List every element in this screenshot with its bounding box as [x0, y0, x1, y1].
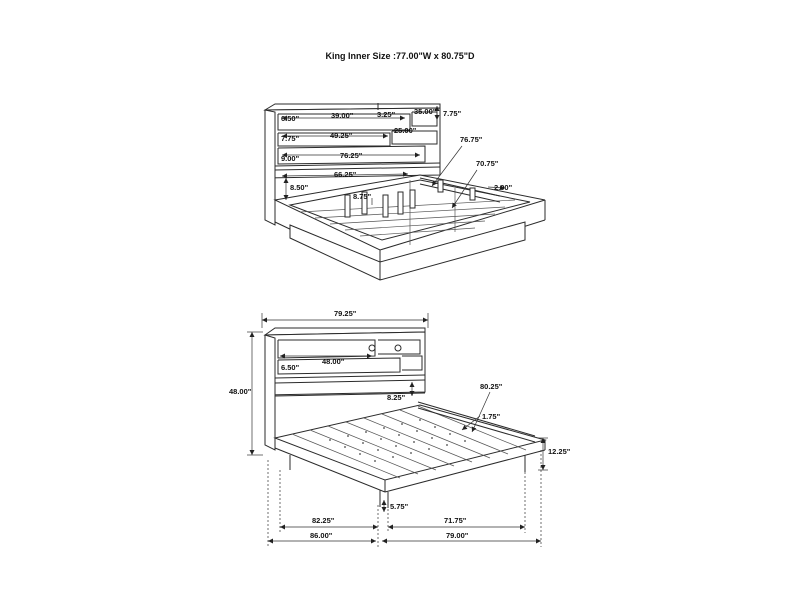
bottom-dim-48-00-height: 48.00"	[229, 387, 252, 396]
top-frame	[273, 174, 546, 281]
bottom-dim-5-75: 5.75"	[390, 502, 409, 511]
bottom-dim-12-25: 12.25"	[548, 447, 571, 456]
top-dim-70-75: 70.75"	[476, 159, 499, 168]
top-dim-7-75-left: 7.75"	[281, 134, 300, 143]
top-dim-35-00: 35.00"	[414, 107, 437, 116]
bottom-platform	[273, 401, 547, 508]
top-dim-6-50: 6.50"	[281, 114, 300, 123]
bottom-dim-48-00-shelf: 48.00"	[322, 357, 345, 366]
bottom-dim-80-25: 80.25"	[480, 382, 503, 391]
top-dim-66-25: 66.25"	[334, 170, 357, 179]
top-dim-76-25: 76.25"	[340, 151, 363, 160]
top-bed-drawing: 6.50" 39.00" 3.25" 35.00" 7.75" 7.75" 49…	[263, 103, 546, 281]
bottom-dim-1-75: 1.75"	[482, 412, 501, 421]
bottom-dim-8-25: 8.25"	[387, 393, 406, 402]
bottom-dim-71-75: 71.75"	[444, 516, 467, 525]
bottom-headboard	[263, 327, 426, 451]
top-dim-76-75: 76.75"	[460, 135, 483, 144]
bottom-dim-79-00: 79.00"	[446, 531, 469, 540]
bottom-dim-86-00: 86.00"	[310, 531, 333, 540]
top-dim-7-75-right: 7.75"	[443, 109, 462, 118]
top-dim-8-75: 8.75"	[353, 192, 372, 201]
bottom-dim-6-50: 6.50"	[281, 363, 300, 372]
bottom-bed-drawing: 79.25" 48.00" 48.00" 6.50" 8.25" 80.25" …	[229, 309, 571, 547]
top-dim-39-00: 39.00"	[331, 111, 354, 120]
bottom-dimension-lines	[247, 313, 548, 547]
top-dimension-lines	[281, 106, 506, 209]
bottom-dim-79-25: 79.25"	[334, 309, 357, 318]
top-dim-3-25: 3.25"	[377, 110, 396, 119]
top-dim-2-00: 2.00"	[494, 183, 513, 192]
inner-size-title: King Inner Size :77.00"W x 80.75"D	[325, 51, 475, 61]
top-dim-9-00: 9.00"	[281, 154, 300, 163]
top-dim-49-25: 49.25"	[330, 131, 353, 140]
top-dim-25-00: 25.00"	[394, 126, 417, 135]
bottom-dim-82-25: 82.25"	[312, 516, 335, 525]
top-dim-8-50: 8.50"	[290, 183, 309, 192]
